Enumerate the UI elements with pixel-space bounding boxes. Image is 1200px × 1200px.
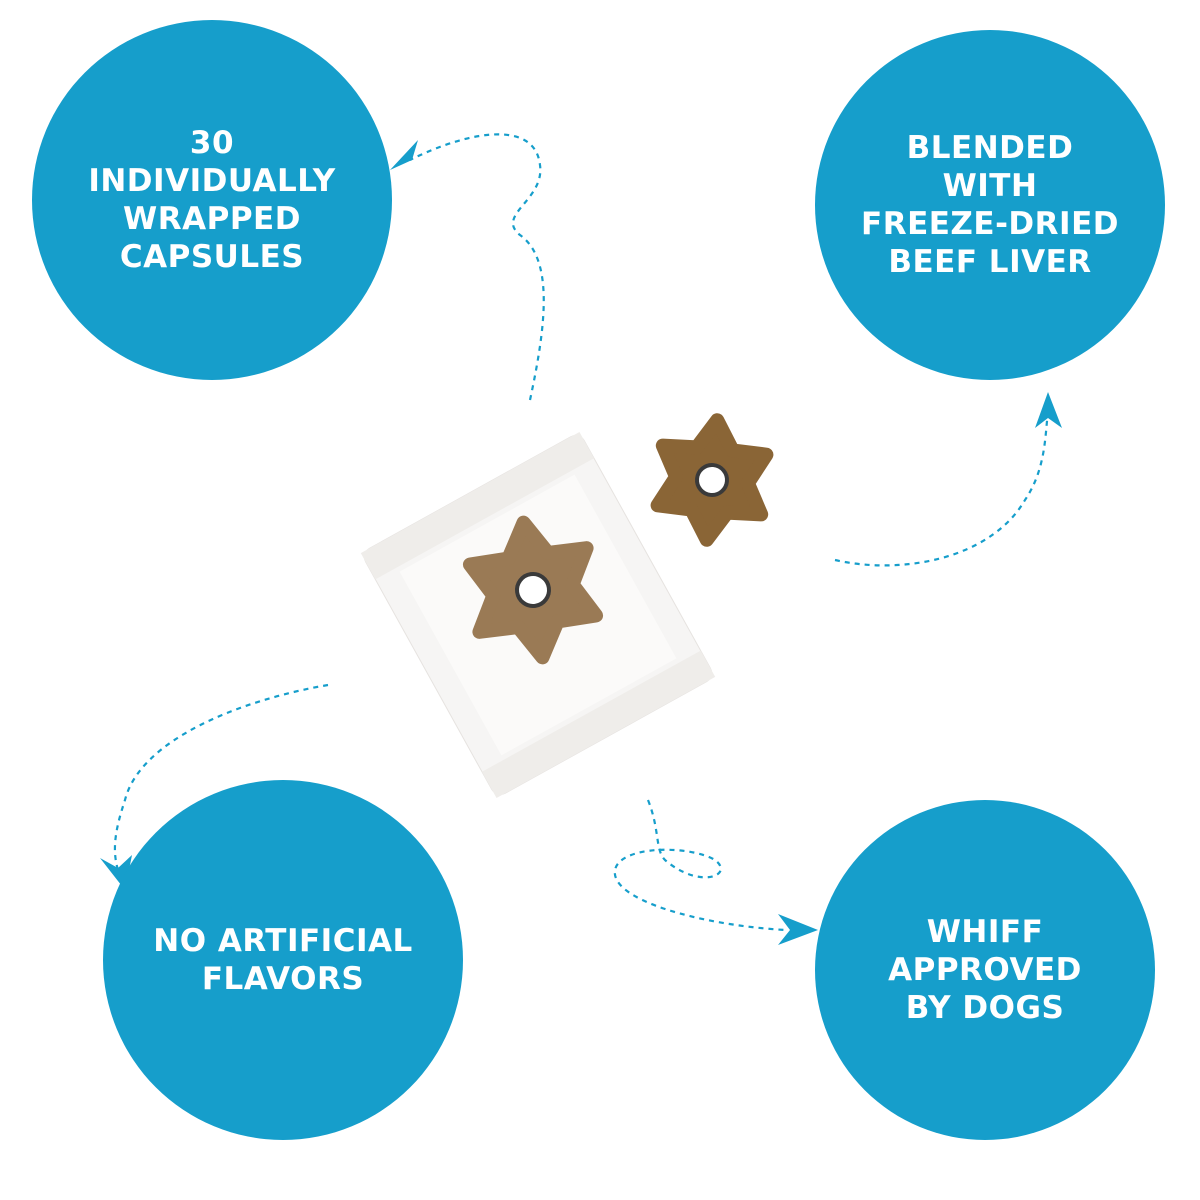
- feature-wrapped-capsules: 30 INDIVIDUALLY WRAPPED CAPSULES: [32, 20, 392, 380]
- feature-text: BEEF LIVER: [888, 244, 1092, 280]
- feature-text: APPROVED: [888, 952, 1082, 988]
- feature-text: WHIFF: [926, 914, 1044, 950]
- feature-whiff-approved: WHIFF APPROVED BY DOGS: [815, 800, 1155, 1140]
- arrowhead-icon: [390, 140, 418, 170]
- treat-in-packet: [462, 515, 604, 665]
- arrowhead-icon: [1035, 392, 1062, 428]
- feature-text: CAPSULES: [119, 239, 305, 275]
- treat-hole: [695, 463, 729, 497]
- feature-text: WITH: [942, 168, 1038, 204]
- dashed-arrow-path-top-left: [409, 133, 545, 401]
- feature-text: BLENDED: [906, 130, 1074, 166]
- feature-text: NO ARTIFICIAL: [153, 923, 413, 959]
- feature-no-artificial-flavors: NO ARTIFICIAL FLAVORS: [103, 780, 463, 1140]
- feature-text: WRAPPED: [123, 201, 301, 237]
- dashed-arrow-path-bottom-right: [613, 799, 786, 932]
- feature-beef-liver: BLENDED WITH FREEZE-DRIED BEEF LIVER: [815, 30, 1165, 380]
- dashed-arrow-path-bottom-left: [113, 683, 329, 871]
- dashed-arrow-path-top-right: [834, 409, 1050, 567]
- feature-text: FLAVORS: [201, 961, 365, 997]
- feature-text: FREEZE-DRIED: [861, 206, 1119, 242]
- arrowhead-icon: [778, 914, 818, 945]
- feature-text: INDIVIDUALLY: [88, 163, 336, 199]
- treat-hole: [515, 572, 551, 608]
- feature-text: BY DOGS: [905, 990, 1065, 1026]
- feature-text: 30: [189, 125, 235, 161]
- loose-treat: [650, 413, 774, 547]
